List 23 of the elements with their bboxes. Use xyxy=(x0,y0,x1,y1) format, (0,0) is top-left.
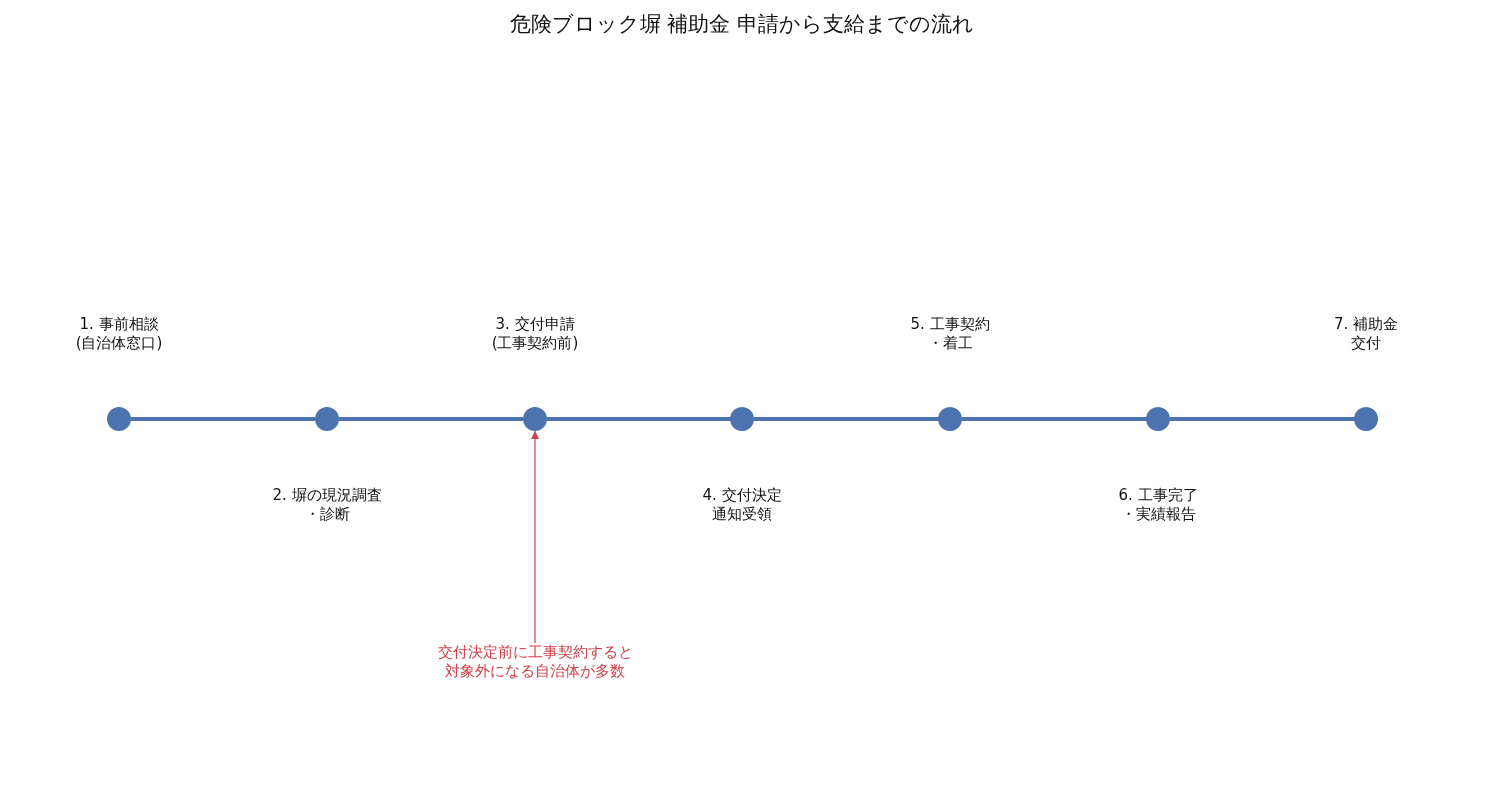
diagram-title: 危険ブロック塀 補助金 申請から支給までの流れ xyxy=(509,11,975,38)
step-label: 2. 塀の現況調査・診断 xyxy=(272,486,382,524)
timeline-line xyxy=(339,417,523,421)
milestone-dot xyxy=(1354,407,1378,431)
timeline-line xyxy=(962,417,1146,421)
step-label: 5. 工事契約・着工 xyxy=(910,315,990,353)
milestone-dot xyxy=(107,407,131,431)
warning-note: 交付決定前に工事契約すると対象外になる自治体が多数 xyxy=(437,643,633,681)
step-label: 1. 事前相談(自治体窓口) xyxy=(75,315,163,353)
timeline-line xyxy=(754,417,938,421)
milestone-dot xyxy=(1146,407,1170,431)
milestone-dot xyxy=(523,407,547,431)
step-label: 6. 工事完了・実績報告 xyxy=(1118,486,1198,524)
step-label: 7. 補助金交付 xyxy=(1333,315,1399,353)
step-label: 4. 交付決定通知受領 xyxy=(702,486,782,524)
timeline-line xyxy=(547,417,730,421)
milestone-dot xyxy=(938,407,962,431)
step-label: 3. 交付申請(工事契約前) xyxy=(491,315,579,353)
milestone-dot xyxy=(315,407,339,431)
leader-line xyxy=(531,430,539,644)
milestone-dot xyxy=(730,407,754,431)
timeline-line xyxy=(131,417,315,421)
timeline-line xyxy=(1170,417,1354,421)
